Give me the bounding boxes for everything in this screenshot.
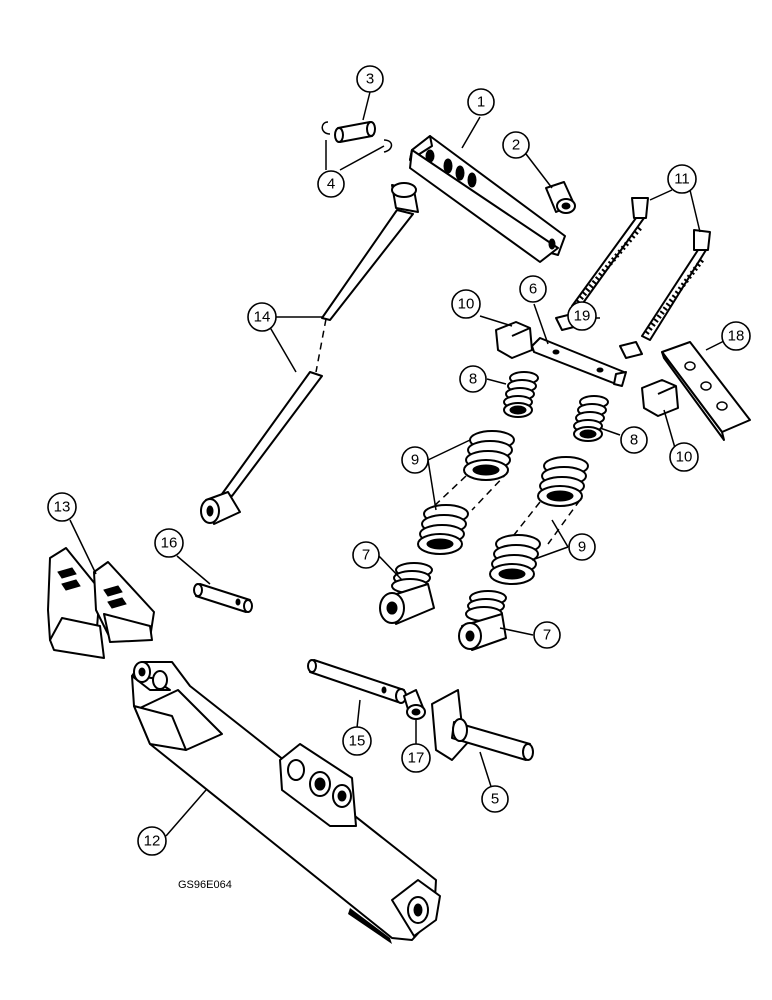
part-2-bushing [545,181,576,214]
svg-text:9: 9 [411,452,419,469]
svg-text:17: 17 [408,750,425,767]
callout-9: 9 [401,446,429,474]
svg-text:13: 13 [54,499,71,516]
callout-15: 15 [342,726,372,756]
svg-text:12: 12 [144,833,161,850]
callout-8: 8 [459,365,487,393]
callout-1: 1 [467,88,495,116]
part-8-small-springs [503,371,609,442]
part-7-spring-seats [379,562,507,651]
part-17-bushing [403,689,426,720]
svg-text:9: 9 [578,539,586,556]
part-1-bracket [409,135,566,263]
svg-text:7: 7 [362,547,370,564]
callout-7: 7 [352,541,380,569]
svg-text:1: 1 [477,94,485,111]
callout-14: 14 [247,302,277,332]
callout-3: 3 [356,65,384,93]
part-15-long-pin [307,659,407,704]
svg-text:6: 6 [529,281,537,298]
callout-5: 5 [481,785,509,813]
part-14-link-rod [200,182,419,525]
callout-13: 13 [47,492,77,522]
part-18-plate [661,341,751,441]
svg-text:14: 14 [254,309,271,326]
callout-17: 17 [401,743,431,773]
part-3-pin [334,121,376,143]
callout-10: 10 [451,289,481,319]
svg-text:3: 3 [366,71,374,88]
part-6-spring-bar [531,337,627,387]
part-9-springs-right [489,456,589,585]
svg-text:18: 18 [728,328,745,345]
svg-text:15: 15 [349,733,366,750]
callout-16: 16 [154,528,184,558]
part-16-short-pin [193,583,253,613]
callouts: 1 2 3 4 5 6 7 7 8 8 9 9 10 10 11 12 13 1… [47,65,751,856]
part-10-blocks [495,321,679,417]
part-4-clips [321,121,393,153]
part-12-main-arm [131,661,441,944]
svg-text:4: 4 [327,176,335,193]
callout-18: 18 [721,321,751,351]
part-13-bracket-pair [47,547,155,659]
callout-10: 10 [669,442,699,472]
callout-6: 6 [519,275,547,303]
callout-12: 12 [137,826,167,856]
svg-text:8: 8 [469,371,477,388]
svg-text:19: 19 [574,308,591,325]
svg-text:8: 8 [630,432,638,449]
callout-8: 8 [620,426,648,454]
callout-2: 2 [502,131,530,159]
part-9-springs-left [417,430,515,555]
figure-id: GS96E064 [178,879,232,891]
svg-text:7: 7 [543,627,551,644]
callout-11: 11 [667,164,697,194]
part-5-pivot-shaft [431,689,534,761]
svg-text:11: 11 [674,171,690,188]
callout-4: 4 [317,170,345,198]
callout-19: 19 [567,301,597,331]
svg-text:10: 10 [458,296,475,313]
svg-text:2: 2 [512,137,520,154]
svg-text:10: 10 [676,449,693,466]
svg-text:16: 16 [161,535,178,552]
part-11-bolts [571,197,711,341]
callout-7: 7 [533,621,561,649]
callout-9: 9 [568,533,596,561]
svg-text:5: 5 [491,791,499,808]
